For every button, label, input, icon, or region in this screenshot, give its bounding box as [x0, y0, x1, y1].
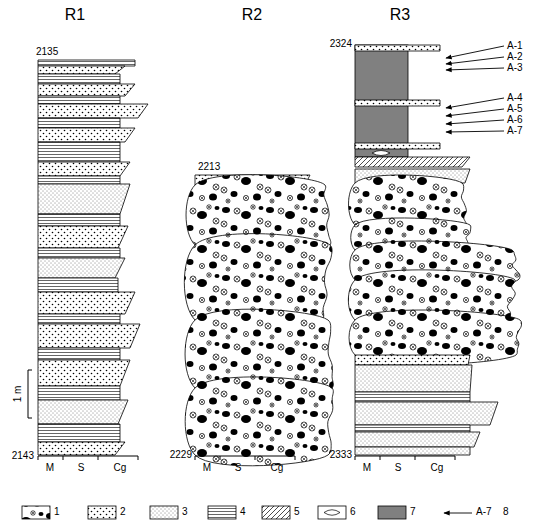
legend-swatch — [150, 506, 178, 519]
column-label: A-1 — [507, 40, 523, 51]
legend-swatch — [208, 506, 236, 519]
lam-bed — [38, 424, 120, 442]
column-label: A-7 — [507, 125, 523, 136]
cross-bed — [355, 157, 470, 167]
legend-swatch — [88, 506, 116, 519]
lam-bed — [38, 74, 120, 84]
lam-bed — [355, 392, 470, 402]
sand-bed — [355, 45, 440, 51]
sand-bed — [38, 128, 135, 142]
lam-bed — [38, 314, 120, 324]
column-title: R2 — [242, 6, 262, 24]
column-label: 2324 — [330, 38, 352, 49]
fine-bed — [38, 258, 125, 278]
lens-symbol — [372, 151, 390, 156]
legend-number: 5 — [294, 506, 300, 517]
grain-axis — [38, 456, 138, 460]
legend-number: 4 — [240, 506, 246, 517]
sand-bed — [38, 84, 135, 96]
lam-bed — [38, 118, 120, 128]
legend-number: 7 — [410, 506, 416, 517]
sand-bed — [38, 324, 140, 348]
column-label: 2333 — [330, 449, 352, 460]
sand-bed — [355, 100, 440, 106]
fine-bed — [355, 447, 470, 455]
column-label: 1 m — [12, 386, 23, 403]
column-label: A-3 — [507, 62, 523, 73]
fine-bed — [355, 432, 480, 447]
column-label: A-2 — [507, 51, 523, 62]
column-label: A-5 — [507, 103, 523, 114]
lam-bed — [38, 348, 120, 360]
fine-bed — [355, 365, 472, 392]
lam-bed — [38, 386, 120, 400]
column-label: Cg — [114, 462, 127, 473]
sample-arrows — [446, 46, 504, 132]
sand-bed — [38, 66, 125, 74]
column-label: S — [395, 462, 402, 473]
legend-swatch — [262, 506, 290, 519]
legend-swatch — [378, 506, 406, 519]
column-label: M — [363, 462, 371, 473]
column-label: A-7 — [476, 506, 492, 517]
sand-bed — [355, 355, 470, 365]
fine-bed — [38, 400, 128, 424]
columns — [28, 45, 522, 466]
lam-bed — [38, 60, 135, 66]
sand-bed — [38, 104, 148, 118]
cg-bed — [349, 310, 522, 365]
column-label: S — [78, 462, 85, 473]
column-title: R1 — [65, 6, 85, 24]
sand-bed — [38, 360, 130, 386]
column-label: 2229 — [170, 449, 192, 460]
legend-number: 3 — [182, 506, 188, 517]
column-label: S — [235, 462, 242, 473]
legend-samples — [22, 506, 472, 519]
legend-number: 6 — [350, 506, 356, 517]
column-label: A-4 — [507, 92, 523, 103]
column-label: A-6 — [507, 114, 523, 125]
sand-bed — [38, 226, 128, 248]
sand-bed — [38, 162, 130, 176]
lam-bed — [38, 278, 118, 292]
legend-number: 8 — [503, 506, 509, 517]
sand-bed — [38, 442, 125, 455]
sand-bed — [355, 143, 440, 149]
sand-bed — [38, 292, 135, 314]
legend-swatch — [22, 506, 50, 519]
lam-bed — [38, 142, 120, 162]
column-label: Cg — [271, 462, 284, 473]
grain-axis — [195, 456, 295, 460]
column-title: R3 — [390, 6, 410, 24]
fine-bed — [355, 402, 498, 425]
legend-number: 1 — [54, 506, 60, 517]
lam-bed — [38, 96, 120, 104]
lam-bed — [38, 214, 120, 226]
column-label: M — [46, 462, 54, 473]
cg-bed — [185, 377, 333, 466]
legend-swatch — [318, 506, 346, 519]
lam-bed — [38, 176, 120, 184]
fine-bed — [38, 184, 130, 214]
column-label: Cg — [431, 462, 444, 473]
scale-bracket — [28, 370, 32, 418]
lam-bed — [38, 248, 120, 258]
grain-axis — [355, 456, 455, 460]
column-label: M — [203, 462, 211, 473]
column-label: 2143 — [12, 450, 34, 461]
lam-bed — [355, 425, 470, 432]
column-label: 2213 — [198, 161, 220, 172]
column-label: 2135 — [36, 46, 58, 57]
legend-number: 2 — [120, 506, 126, 517]
